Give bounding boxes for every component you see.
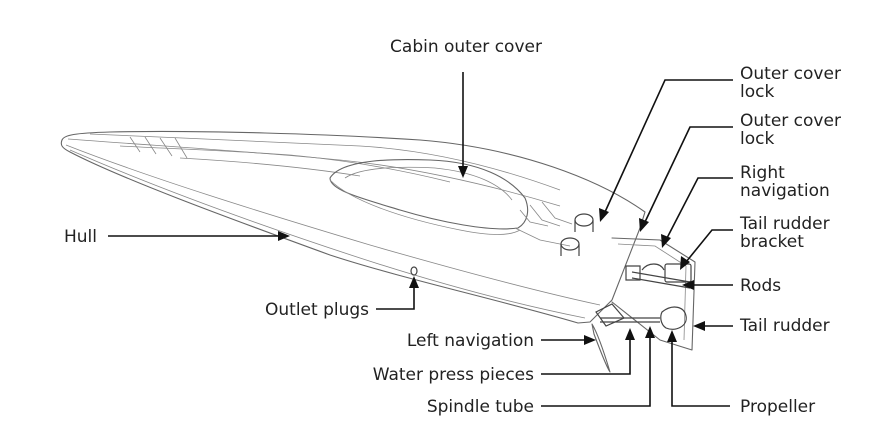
propeller-shape <box>660 306 687 330</box>
spindle <box>600 317 660 323</box>
label-tail-rudder-bracket-line1: Tail rudder <box>739 214 830 234</box>
label-outer-cover-lock-1-line1: Outer cover <box>740 64 841 84</box>
label-tail-rudder-bracket-line2: bracket <box>740 232 804 252</box>
cockpit-slot <box>519 209 549 227</box>
cockpit-slot <box>541 201 573 225</box>
deck-stripe <box>174 137 188 159</box>
label-hull: Hull <box>64 227 97 247</box>
cover-lock-post <box>574 220 594 232</box>
label-rods: Rods <box>740 276 781 296</box>
deck-line-2 <box>89 133 561 191</box>
label-outer-cover-lock-2-line1: Outer cover <box>740 111 841 131</box>
deck-stripe <box>159 137 173 157</box>
cover-lock-knob <box>574 213 594 227</box>
outlet-plug <box>410 266 418 276</box>
left-fin <box>591 323 611 373</box>
transom <box>611 237 696 351</box>
label-right-navigation-line1: Right <box>740 163 785 183</box>
label-outer-cover-lock-1-line2: lock <box>740 82 774 102</box>
label-propeller: Propeller <box>740 397 815 417</box>
label-cabin-outer-cover: Cabin outer cover <box>390 37 542 57</box>
deck-band-2 <box>179 157 361 177</box>
labels: Cabin outer cover Outer cover lock Outer… <box>64 37 841 417</box>
cover-lock-knob <box>560 237 580 251</box>
label-water-press-pieces: Water press pieces <box>373 365 534 385</box>
rudder-mechanism <box>625 263 665 281</box>
hull-chine-line-2 <box>65 144 601 306</box>
deck-stripe <box>144 136 157 155</box>
label-tail-rudder: Tail rudder <box>739 316 830 336</box>
rudder-bracket <box>664 263 692 283</box>
label-left-navigation: Left navigation <box>407 331 534 351</box>
water-press-pieces-shape <box>595 303 625 327</box>
label-outlet-plugs: Outlet plugs <box>265 300 369 320</box>
deck-band <box>119 145 451 183</box>
servo-rods <box>631 271 691 289</box>
transom-inner <box>617 243 687 341</box>
deck-stripe <box>129 136 141 153</box>
hull-outline <box>60 130 646 324</box>
cover-lock-post <box>560 244 580 256</box>
cabin-canopy <box>329 158 529 230</box>
boat-drawing <box>60 130 696 373</box>
hull-chine-line <box>69 149 586 319</box>
label-spindle-tube: Spindle tube <box>427 397 534 417</box>
label-outer-cover-lock-2-line2: lock <box>740 129 774 149</box>
deck-line <box>67 138 561 207</box>
leaders <box>108 72 733 407</box>
cockpit-slot <box>514 227 571 247</box>
cockpit-slot <box>529 204 561 227</box>
cabin-canopy-inner <box>344 166 513 201</box>
cabin-canopy-edge <box>329 179 521 235</box>
label-right-navigation-line2: navigation <box>740 181 830 201</box>
